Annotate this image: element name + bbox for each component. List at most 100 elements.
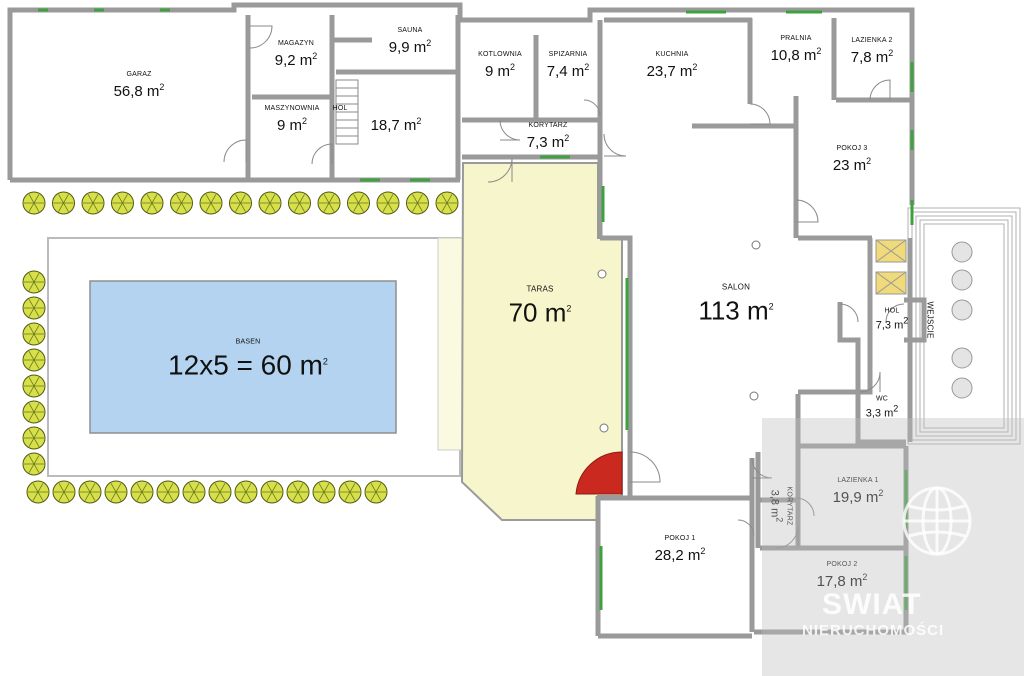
area-unit-sup: 2 — [566, 303, 572, 314]
hedge-shrub-branch — [245, 483, 252, 493]
hedge-shrub-branch — [176, 202, 182, 212]
area-value: 10,8 m — [770, 47, 817, 64]
hedge-shrub-branch — [210, 194, 217, 204]
hedge-shrub-branch — [28, 403, 35, 413]
hedge-shrub-branch — [28, 385, 35, 395]
hedge-shrub-branch — [297, 491, 304, 501]
hedge-shrub-branch — [167, 483, 174, 493]
hedge-shrub-branch — [292, 491, 299, 501]
area-unit-sup: 2 — [888, 48, 894, 58]
area-value: 23,7 m — [646, 63, 693, 80]
room-name: GARAZ — [126, 71, 152, 78]
hedge-shrub-branch — [358, 202, 364, 212]
hedge-shrub-branch — [214, 491, 221, 501]
walls-north-block — [7, 2, 915, 241]
hedge-shrub-branch — [58, 491, 65, 501]
label-wejscie: WEJSCIE — [926, 302, 935, 339]
area-value: 7,8 m — [850, 49, 889, 66]
hedge-shrub-branch — [318, 491, 325, 501]
hedge-shrub-branch — [28, 299, 35, 309]
area-unit-sup: 2 — [322, 356, 328, 367]
room-area: 7,4 m2 — [547, 58, 590, 81]
label-lazienka1: LAZIENKA 1 19,9 m2 — [833, 477, 884, 507]
hedge-shrub-branch — [92, 194, 99, 204]
hedge-shrub-branch — [33, 403, 40, 413]
hedge-shrub-branch — [110, 483, 117, 493]
label-maszynownia: MASZYNOWNIA 9 m2 — [264, 105, 319, 135]
hedge-shrub-branch — [205, 194, 212, 204]
hedge-shrub-branch — [323, 491, 330, 501]
hedge-shrub-branch — [28, 359, 35, 369]
area-unit-sup: 2 — [584, 62, 590, 72]
hedge-shrub-branch — [318, 483, 325, 493]
hedge-shrub-branch — [240, 194, 246, 204]
hedge-shrub-branch — [32, 483, 39, 493]
label-pokoj3: POKOJ 3 23 m2 — [833, 145, 871, 175]
hedge-shrub-branch — [382, 202, 389, 212]
hedge-shrub-branch — [214, 483, 221, 493]
hedge-shrub-branch — [328, 202, 335, 212]
area-unit-sup: 2 — [692, 62, 698, 72]
room-name: HOL — [884, 307, 900, 315]
room-area: 28,2 m2 — [655, 542, 706, 565]
hedge-shrub-branch — [37, 491, 44, 501]
hedge-shrub-branch — [110, 491, 117, 501]
hedge-shrub-branch — [417, 202, 423, 212]
area-value: 9,9 m — [388, 39, 427, 56]
hedge-shrub-branch — [264, 194, 271, 204]
hedge-shrub-branch — [375, 491, 382, 501]
hedge-shrub-branch — [292, 483, 299, 493]
hedge-shrub-branch — [151, 202, 158, 212]
hedge-shrub-branch — [33, 437, 40, 447]
hedge-shrub-branch — [84, 483, 91, 493]
hedge-shrub-branch — [235, 202, 241, 212]
hedge-shrub-branch — [58, 194, 64, 204]
label-wc: WC 3,3 m2 — [866, 396, 899, 421]
hedge-shrub-branch — [344, 491, 351, 501]
hedge-shrub-branch — [240, 202, 246, 212]
hedge-shrub-branch — [33, 194, 40, 204]
pool — [89, 280, 397, 434]
area-unit-sup: 2 — [416, 116, 422, 126]
hedge-shrub-branch — [33, 463, 40, 473]
area-unit-sup: 2 — [816, 46, 822, 56]
hedge-shrub-branch — [33, 299, 40, 309]
hedge-shrub-branch — [87, 194, 94, 204]
hedge-shrub-branch — [33, 281, 40, 291]
hedge-shrub-branch — [193, 483, 200, 493]
hedge-shrub-branch — [33, 307, 40, 317]
room-area: 9 m2 — [478, 58, 522, 81]
hedge-shrub-branch — [33, 333, 40, 343]
hedge-shrub-branch — [28, 325, 35, 335]
hedge-shrub-branch — [28, 377, 35, 387]
hedge-shrub-branch — [63, 483, 70, 493]
terrace-awning — [575, 451, 623, 495]
area-value: 23 m — [832, 157, 867, 174]
area-value: 7,3 m — [526, 134, 565, 151]
hedge-shrub-branch — [353, 194, 359, 204]
hedge-shrub-branch — [181, 194, 187, 204]
hedge-shrub-branch — [358, 194, 364, 204]
hedge-shrub-branch — [219, 483, 226, 493]
pool-name: BASEN — [235, 338, 261, 346]
label-kuchnia: KUCHNIA 23,7 m2 — [647, 51, 698, 81]
hedge-shrub-branch — [323, 483, 330, 493]
doors — [223, 25, 905, 549]
hedge-shrub-branch — [122, 194, 128, 204]
hedge-shrub-branch — [28, 429, 35, 439]
hedge-shrub-branch — [245, 491, 252, 501]
hedge-shrub-branch — [269, 194, 276, 204]
area-unit-sup: 2 — [510, 62, 516, 72]
watermark-line1: SWIAT — [822, 588, 922, 621]
area-unit-sup: 2 — [564, 133, 570, 143]
hedge-shrub-branch — [63, 194, 69, 204]
room-area: 7,3 m2 — [876, 315, 909, 333]
room-name: KOTLOWNIA — [478, 51, 522, 58]
fixtures — [597, 240, 761, 433]
label-basen: BASEN 12x5 = 60 m2 — [168, 338, 328, 381]
label-kotlownia: KOTLOWNIA 9 m2 — [478, 51, 522, 81]
hedge-shrub-branch — [441, 202, 448, 212]
hedge-shrub-branch — [122, 202, 128, 212]
hedge-shrub-branch — [210, 202, 217, 212]
area-value: 7,3 m — [875, 319, 904, 332]
